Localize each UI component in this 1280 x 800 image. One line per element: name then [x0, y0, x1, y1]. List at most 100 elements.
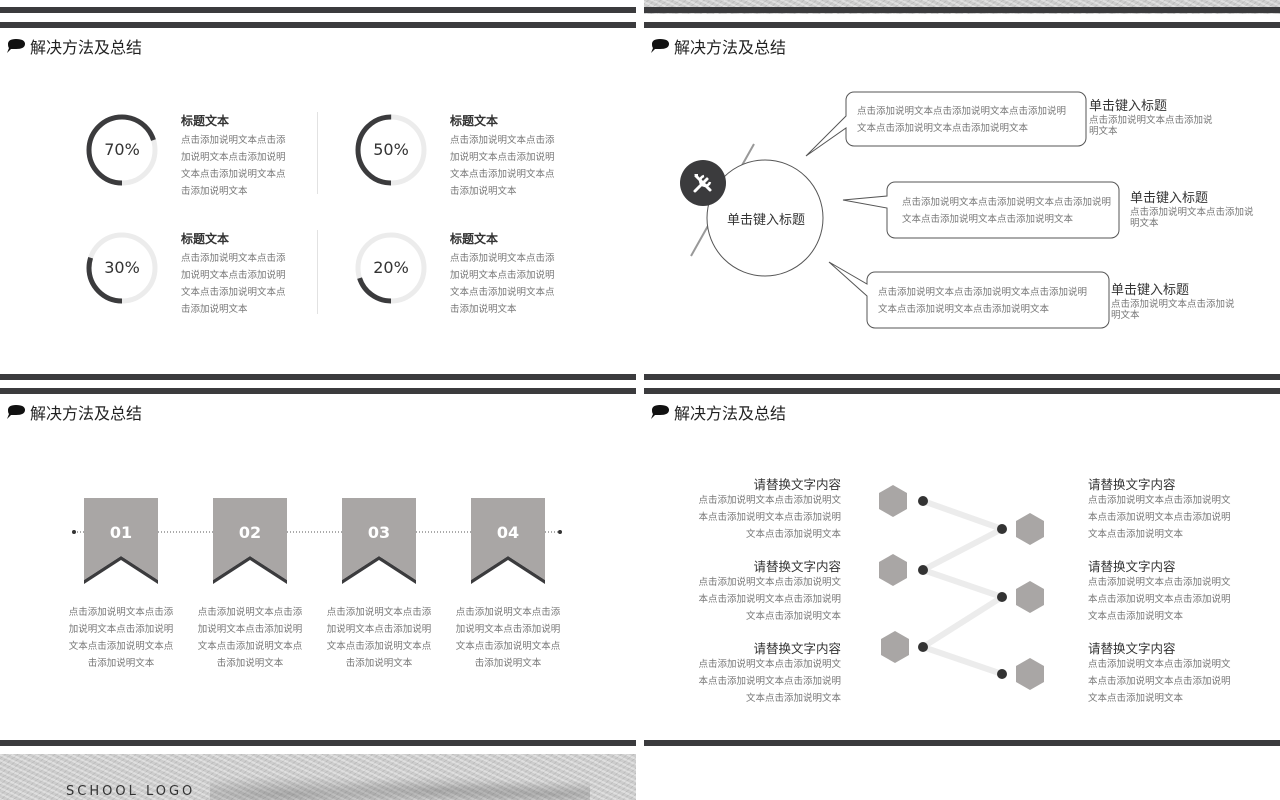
flag-desc-line: 加说明文本点击添加说明: [326, 624, 432, 635]
slide-percent-rings[interactable]: 解决方法及总结 70% 标题文本点击添加说明文本点击添加说明文本点击添加说明文本点…: [0, 22, 636, 380]
hex-item-title: 请替换文字内容: [1088, 477, 1176, 492]
ribbon-flag: [84, 498, 158, 584]
column-divider: [317, 112, 318, 194]
hex-item-title: 请替换文字内容: [1088, 641, 1176, 656]
slide-hexagons[interactable]: 解决方法及总结 请替换文字内容点击添加说明文本点击添加说明文本点击添加说明文本点: [644, 388, 1280, 746]
callout-title: 单击键入标题: [1130, 191, 1209, 206]
hex-item-desc-line: 本点击添加说明文本点击添加说明: [698, 512, 841, 523]
hexagon: [881, 631, 909, 663]
progress-arc: [355, 232, 427, 304]
hex-item-desc-line: 点击添加说明文本点击添加说明文: [1088, 659, 1231, 670]
callout-bubble-3: [828, 261, 1110, 329]
slide-bottom-bar: [0, 374, 636, 380]
callout-text-line: 点击添加说明文本点击添加说明文本点击添加说明: [857, 106, 1067, 117]
hex-item-desc-line: 本点击添加说明文本点击添加说明: [1088, 594, 1231, 605]
progress-arc: [86, 232, 158, 304]
hexagon-network: [879, 485, 1044, 690]
slide-bottom-bar: [644, 740, 1280, 746]
ring-percent: 50%: [373, 140, 409, 159]
hex-item-desc-line: 本点击添加说明文本点击添加说明: [698, 676, 841, 687]
flag-desc-line: 文本点击添加说明文本点: [68, 641, 174, 652]
flag-desc-line: 文本点击添加说明文本点: [326, 641, 432, 652]
speech-bubble-icon: [7, 405, 25, 419]
callout-desc-line: 明文本: [1130, 218, 1159, 229]
item-desc-line: 加说明文本点击添加说明: [181, 270, 286, 281]
flag-desc-line: 点击添加说明文本点击添: [197, 607, 303, 618]
flag-desc-line: 文本点击添加说明文本点: [455, 641, 561, 652]
hex-item-title: 请替换文字内容: [753, 641, 841, 656]
callout-text-line: 文本点击添加说明文本点击添加说明文本: [878, 304, 1050, 315]
hexagon: [879, 485, 907, 517]
flag-desc-line: 击添加说明文本: [474, 658, 542, 669]
hex-item-title: 请替换文字内容: [753, 559, 841, 574]
flag-number: 02: [238, 523, 262, 542]
center-circle: [706, 159, 824, 277]
hex-item-desc-line: 本点击添加说明文本点击添加说明: [698, 594, 841, 605]
flag-desc-line: 击添加说明文本: [345, 658, 413, 669]
progress-arc: [86, 114, 158, 186]
hex-item-desc-line: 点击添加说明文本点击添加说明文: [1088, 495, 1231, 506]
item-title: 标题文本: [450, 114, 499, 128]
item-desc-line: 文本点击添加说明文本点: [450, 287, 555, 298]
hex-item-desc-line: 文本点击添加说明文本: [1088, 693, 1184, 704]
school-logo: SCHOOL LOGO: [66, 784, 196, 799]
hex-item-desc-line: 文本点击添加说明文本: [1088, 611, 1184, 622]
hex-item-title: 请替换文字内容: [1088, 559, 1176, 574]
callout-title: 单击键入标题: [1111, 283, 1190, 298]
callout-desc-line: 明文本: [1111, 310, 1140, 321]
item-desc-line: 点击添加说明文本点击添: [450, 253, 555, 264]
item-desc-line: 击添加说明文本: [181, 304, 248, 315]
flag-desc-line: 点击添加说明文本点击添: [455, 607, 561, 618]
flag-number: 01: [109, 523, 133, 542]
callout-bubble-2: [842, 181, 1120, 239]
prev-slide-strip-right: [644, 0, 1280, 14]
hex-item-desc-line: 点击添加说明文本点击添加说明文: [1088, 577, 1231, 588]
speech-bubble-icon: [7, 39, 25, 53]
tools-icon: [693, 174, 712, 193]
ring-percent: 20%: [373, 258, 409, 277]
slide-cover-partial[interactable]: SCHOOL LOGO: [0, 754, 636, 800]
hex-item-desc-line: 文本点击添加说明文本: [1088, 529, 1184, 540]
ring-percent: 30%: [104, 258, 140, 277]
callout-bubble-1: [805, 91, 1087, 157]
ribbon-flag: [471, 498, 545, 584]
progress-ring: [355, 114, 427, 186]
slide-bottom-bar: [0, 740, 636, 746]
flag-number: 03: [367, 523, 391, 542]
hex-item-desc-line: 点击添加说明文本点击添加说明文: [698, 659, 841, 670]
callout-desc-line: 明文本: [1089, 126, 1118, 137]
item-desc-line: 击添加说明文本: [450, 186, 517, 197]
hex-item-desc-line: 点击添加说明文本点击添加说明文: [698, 495, 841, 506]
slide-title: 解决方法及总结: [6, 34, 142, 58]
item-title: 标题文本: [450, 232, 499, 246]
item-title: 标题文本: [181, 232, 230, 246]
hex-item-desc-line: 文本点击添加说明文本: [745, 611, 841, 622]
hexagon: [1016, 513, 1044, 545]
callout-desc-line: 点击添加说明文本点击添加说: [1130, 207, 1254, 218]
item-desc-line: 击添加说明文本: [450, 304, 517, 315]
callout-text-line: 点击添加说明文本点击添加说明文本点击添加说明: [902, 197, 1112, 208]
hex-item-desc-line: 文本点击添加说明文本: [745, 693, 841, 704]
flag-desc-line: 点击添加说明文本点击添: [326, 607, 432, 618]
ring-percent: 70%: [104, 140, 140, 159]
callout-diagram: [680, 91, 1120, 329]
progress-arc: [355, 114, 427, 186]
flag-desc-line: 击添加说明文本: [216, 658, 284, 669]
callout-desc-line: 点击添加说明文本点击添加说: [1089, 115, 1213, 126]
decorative-brush-strokes: [210, 762, 590, 800]
slide-blank-partial: [644, 754, 1280, 800]
progress-ring: [86, 114, 158, 186]
slide-callouts[interactable]: 解决方法及总结 单击键入标题 点击添加说明文本点击添加说明文本点击添加说明文本点…: [644, 22, 1280, 380]
callout-text-line: 文本点击添加说明文本点击添加说明文本: [857, 123, 1029, 134]
slide-bottom-bar: [644, 374, 1280, 380]
slide-top-bar: [0, 22, 636, 28]
progress-ring: [86, 232, 158, 304]
hexagon: [879, 554, 907, 586]
flag-desc-line: 加说明文本点击添加说明: [197, 624, 303, 635]
item-desc-line: 击添加说明文本: [181, 186, 248, 197]
slide-top-bar: [0, 388, 636, 394]
prev-slide-strip-left: [0, 0, 636, 14]
callout-desc-line: 点击添加说明文本点击添加说: [1111, 299, 1235, 310]
flag-desc-line: 文本点击添加说明文本点: [197, 641, 303, 652]
